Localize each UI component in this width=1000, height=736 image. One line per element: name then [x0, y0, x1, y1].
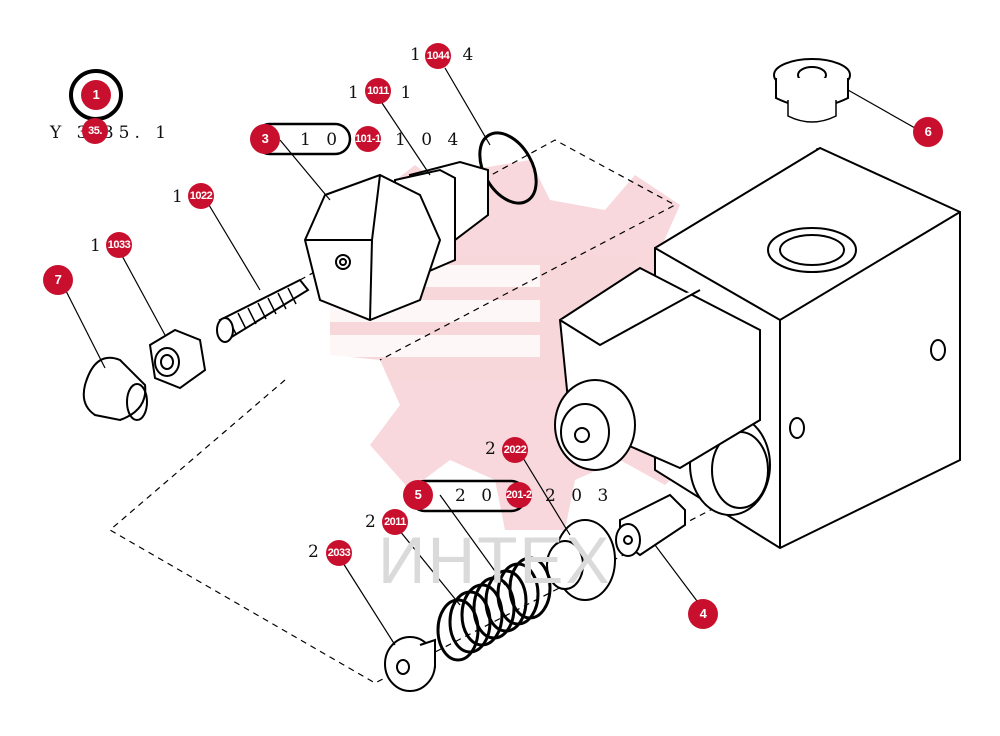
cap-part-7: [82, 356, 148, 422]
callout-1033[interactable]: 1033: [106, 232, 132, 258]
nut-part-1033: [148, 328, 207, 390]
callout-5[interactable]: 5: [403, 480, 433, 510]
disc-part-2022: [546, 519, 616, 601]
code-label-y: Y 3 35. 1: [50, 123, 172, 143]
code-label-20201: 2 0: [455, 486, 498, 506]
callout-1011[interactable]: 1011: [365, 78, 391, 104]
callout-2011[interactable]: 2011: [382, 509, 408, 535]
plug-part-6: [773, 58, 851, 123]
callout-4[interactable]: 4: [688, 599, 718, 629]
callout-6[interactable]: 6: [913, 117, 943, 147]
callout-35[interactable]: 35.: [82, 118, 108, 144]
fitting-part-3: [303, 160, 489, 322]
assembly-outline-lower: [108, 379, 731, 684]
seat-part-2033: [384, 636, 436, 692]
threaded-rod-part-1022: [216, 278, 310, 343]
code-label-2203: 2: [308, 542, 324, 562]
callout-2022[interactable]: 2022: [502, 437, 528, 463]
code-label-10101: 1 0: [300, 130, 343, 150]
callout-20120[interactable]: 201-20: [506, 482, 532, 508]
callout-1[interactable]: 1: [81, 80, 111, 110]
code-label-202203: 2 0 3: [545, 486, 614, 506]
watermark-text: ИНТЕХ: [378, 523, 612, 597]
pin-part-4: [615, 493, 686, 557]
callout-2033[interactable]: 2033: [326, 540, 352, 566]
callout-1044[interactable]: 1044: [425, 43, 451, 69]
valve-body: [554, 146, 961, 550]
code-label-1010104: 1 0 4: [395, 130, 464, 150]
code-label-2201: 2: [365, 512, 381, 532]
callout-3[interactable]: 3: [250, 124, 280, 154]
callout-1022[interactable]: 1022: [188, 183, 214, 209]
callout-10110[interactable]: 101-10: [355, 126, 381, 152]
spring-part-2011: [436, 556, 552, 662]
callout-7[interactable]: 7: [43, 265, 73, 295]
